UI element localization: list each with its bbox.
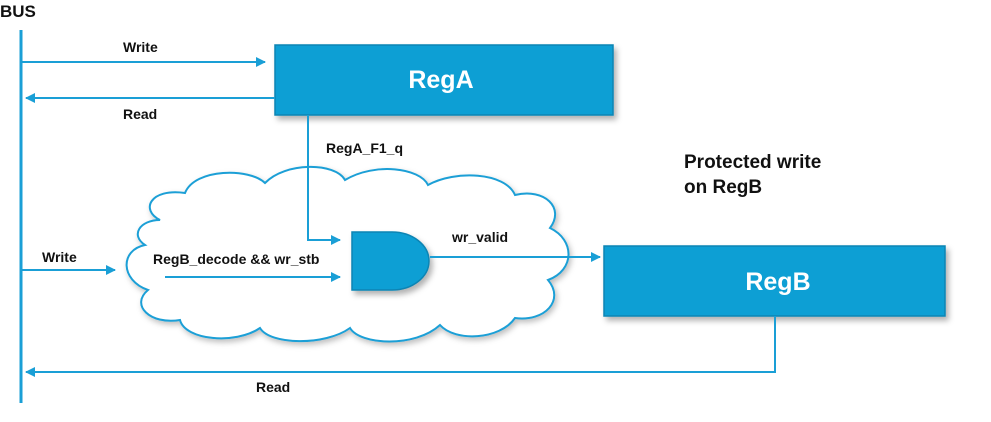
decode-label: RegB_decode && wr_stb bbox=[153, 251, 319, 267]
register-b-label: RegB bbox=[745, 268, 810, 296]
bus-label: BUS bbox=[0, 2, 36, 21]
reg-a-f1-q-label: RegA_F1_q bbox=[326, 140, 403, 156]
reg-a-read-label: Read bbox=[123, 106, 157, 122]
note-line-1: Protected write bbox=[684, 152, 821, 173]
register-a-label: RegA bbox=[408, 66, 473, 94]
wr-valid-label: wr_valid bbox=[451, 229, 508, 245]
logic-cloud bbox=[125, 165, 570, 343]
reg-a-f1-q-wire bbox=[307, 115, 341, 245]
register-b: RegB bbox=[603, 245, 946, 317]
reg-b-read-label: Read bbox=[256, 379, 290, 395]
register-a-box bbox=[274, 44, 614, 116]
note-line-2: on RegB bbox=[684, 177, 762, 198]
register-b-box bbox=[603, 245, 946, 317]
reg-a-write-label: Write bbox=[123, 39, 158, 55]
register-a: RegA bbox=[274, 44, 614, 116]
and-gate bbox=[351, 231, 430, 291]
reg-b-read-wire bbox=[25, 316, 776, 377]
reg-b-write-label: Write bbox=[42, 249, 77, 265]
